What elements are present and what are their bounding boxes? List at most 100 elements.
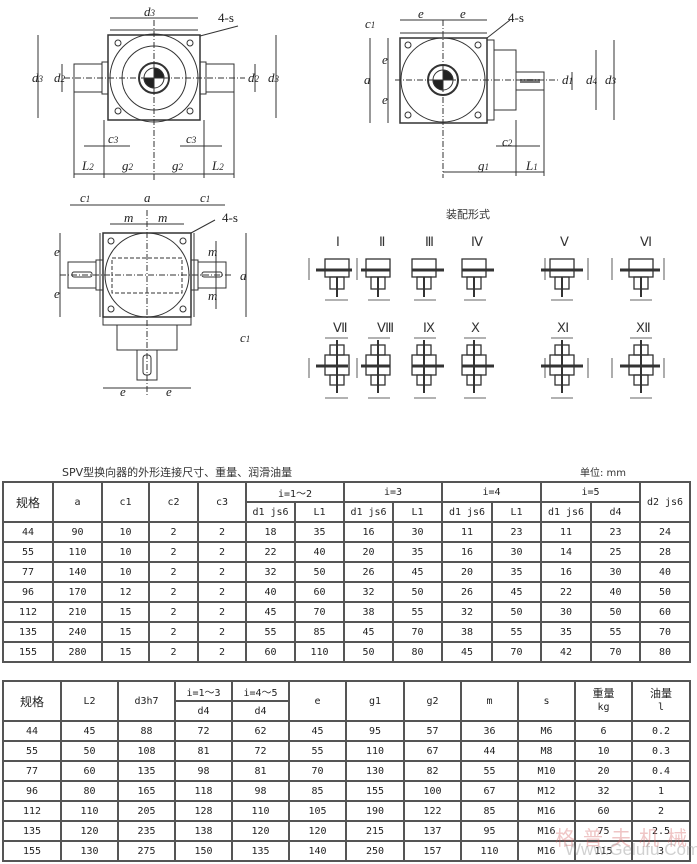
table-cell: 40 (639, 561, 691, 583)
table-cell: 138 (174, 820, 233, 842)
table-cell: 60 (574, 800, 633, 822)
table-cell: 112 (2, 800, 62, 822)
table-cell: 90 (52, 521, 103, 543)
table-cell: 55 (245, 621, 296, 643)
table-cell: 95 (345, 720, 405, 742)
svg-text:d3: d3 (605, 72, 617, 87)
svg-text:4-s: 4-s (508, 10, 524, 25)
header-g2: g2 (403, 680, 462, 722)
subheader-l1: L1 (294, 501, 345, 523)
table-cell: 16 (540, 561, 592, 583)
table-cell: 120 (288, 820, 347, 842)
svg-text:Ⅶ: Ⅶ (333, 320, 348, 335)
table-cell: 155 (2, 840, 62, 862)
table-cell: 62 (231, 720, 290, 742)
table-cell: 16 (343, 521, 394, 543)
header-spec: 规格 (2, 481, 54, 523)
table-cell: 2 (197, 621, 247, 643)
svg-text:Ⅸ: Ⅸ (423, 320, 435, 335)
table-cell: 2 (148, 581, 199, 603)
table-cell: 82 (403, 760, 462, 782)
table-cell: 112 (2, 601, 54, 623)
table-cell: 10 (101, 541, 150, 563)
table-cell: 2 (148, 541, 199, 563)
top-view-drawing: c1 a c1 m m 4-s e e m m a c1 e e (54, 190, 250, 399)
svg-text:d3: d3 (144, 4, 156, 19)
svg-text:m: m (124, 210, 133, 225)
table-cell: 77 (2, 760, 62, 782)
header-c2: c2 (148, 481, 199, 523)
table-cell: 10 (101, 521, 150, 543)
weight-label: 重量 (592, 687, 615, 700)
header-m: m (460, 680, 519, 722)
table-cell: 60 (639, 601, 691, 623)
header-oil: 油量 l (631, 680, 691, 722)
header-a: a (52, 481, 103, 523)
table-cell: 60 (60, 760, 119, 782)
table-cell: 110 (345, 740, 405, 762)
table-cell: 18 (245, 521, 296, 543)
table-cell: 280 (52, 641, 103, 663)
table-cell: 110 (60, 800, 119, 822)
table-cell: 0.4 (631, 760, 691, 782)
table-cell: 15 (101, 621, 150, 643)
table-cell: 45 (441, 641, 493, 663)
header-spec: 规格 (2, 680, 62, 722)
table-cell: 24 (639, 521, 691, 543)
table-cell: 26 (343, 561, 394, 583)
table-cell: 25 (590, 541, 641, 563)
table-cell: 81 (174, 740, 233, 762)
table-cell: 137 (403, 820, 462, 842)
table-cell: 50 (343, 641, 394, 663)
svg-text:a: a (144, 190, 151, 205)
table-cell: 128 (174, 800, 233, 822)
table-header-row: 规格 L2 d3h7 i=1～3 i=4～5 e g1 g2 m s 重量 kg… (2, 680, 691, 722)
table-cell: M12 (517, 780, 576, 802)
svg-text:L1: L1 (525, 158, 538, 173)
table-cell: 110 (460, 840, 519, 862)
table-cell: 2 (197, 581, 247, 603)
svg-text:e: e (382, 92, 388, 107)
svg-text:Ⅷ: Ⅷ (377, 320, 394, 335)
table-cell: 70 (294, 601, 345, 623)
table-cell: 40 (590, 581, 641, 603)
table-cell: 155 (345, 780, 405, 802)
table-cell: 250 (345, 840, 405, 862)
svg-text:d2: d2 (248, 70, 260, 85)
table-cell: 88 (117, 720, 176, 742)
table-cell: 16 (441, 541, 493, 563)
subheader-d1: d1 js6 (343, 501, 394, 523)
svg-text:c1: c1 (365, 16, 375, 31)
table-cell: 85 (460, 800, 519, 822)
assembly-title: 装配形式 (446, 208, 490, 221)
table-cell: 45 (288, 720, 347, 742)
table-cell: 67 (403, 740, 462, 762)
unit-label: 单位: mm (580, 468, 627, 479)
table-cell: 110 (52, 541, 103, 563)
table-cell: 44 (2, 720, 62, 742)
table-cell: 55 (2, 541, 54, 563)
svg-text:c3: c3 (108, 131, 119, 146)
table-cell: M16 (517, 820, 576, 842)
header-d2: d2 js6 (639, 481, 691, 523)
table-subheader-row: d1 js6 L1 d1 js6 L1 d1 js6 L1 d1 js6 d4 (3, 501, 690, 523)
table-cell: 72 (174, 720, 233, 742)
watermark-cn: 格普夫机械 (555, 826, 695, 850)
header-group-i3: i=3 (343, 481, 443, 503)
table-cell: 32 (441, 601, 493, 623)
header-c1: c1 (101, 481, 150, 523)
table-cell: 40 (245, 581, 296, 603)
subheader-d4: d4 (231, 700, 290, 722)
table-cell: 26 (441, 581, 493, 603)
table-cell: 35 (294, 521, 345, 543)
table-cell: 50 (639, 581, 691, 603)
svg-text:c1: c1 (240, 330, 250, 345)
technical-drawings: d3 4-s d3 d2 d2 d3 c3 c3 L2 g2 g2 L2 (32, 4, 665, 399)
table-header-row: 规格 a c1 c2 c3 i=1～2 i=3 i=4 i=5 d2 js6 (2, 481, 691, 523)
table-cell: 135 (2, 820, 62, 842)
svg-text:m: m (208, 244, 217, 259)
